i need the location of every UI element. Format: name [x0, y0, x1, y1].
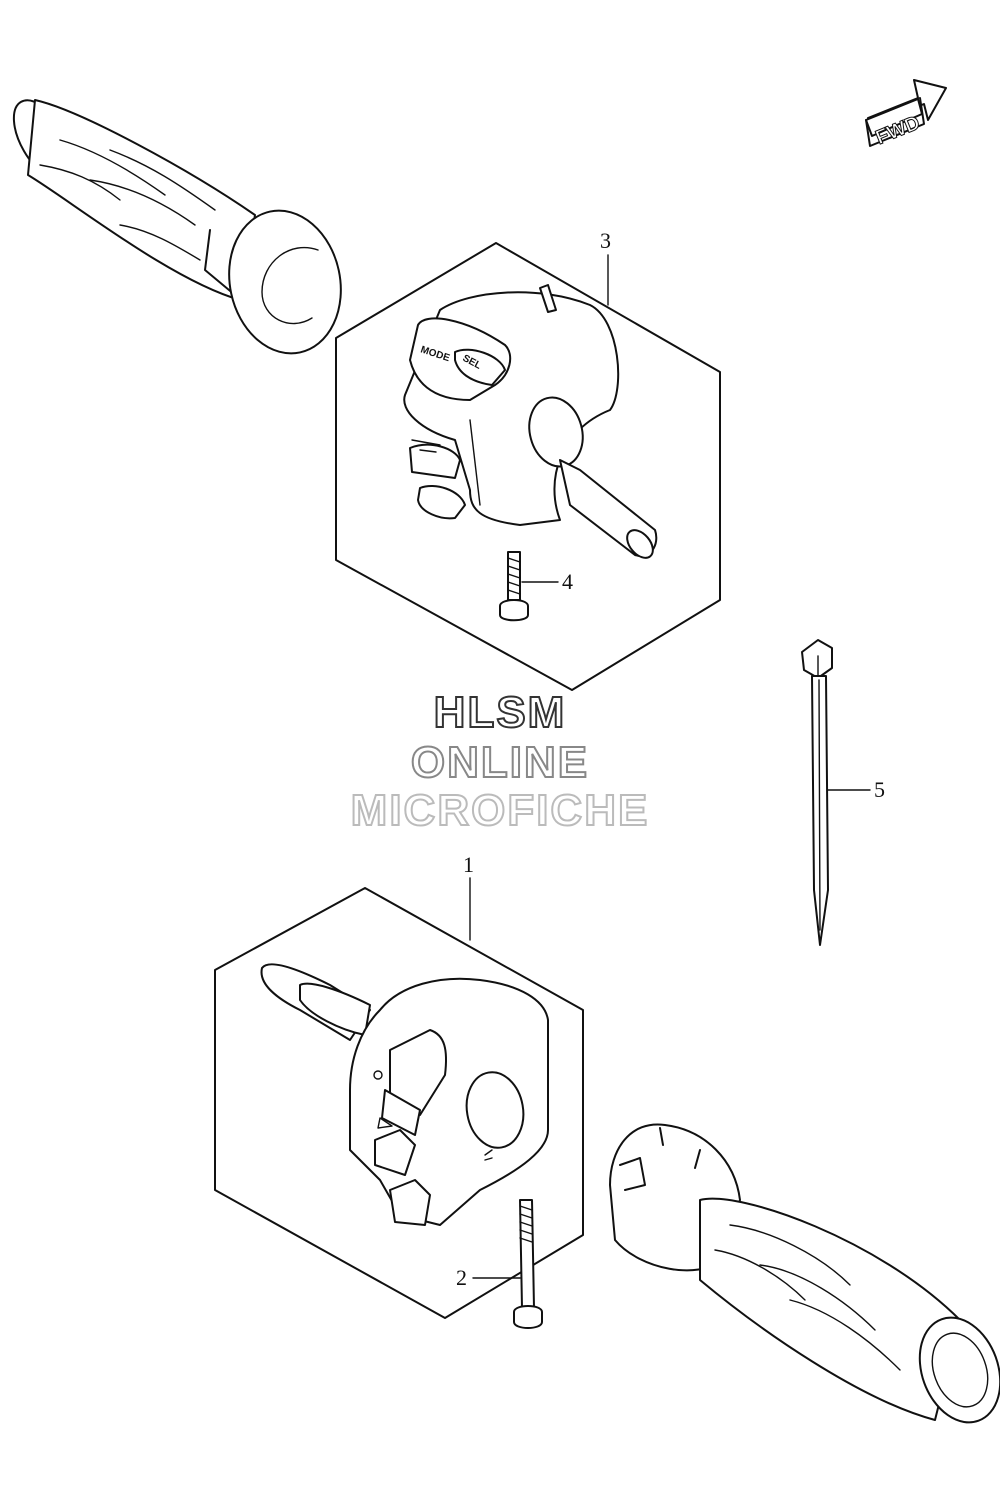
callout-4: 4 — [521, 569, 573, 594]
callout-3: 3 — [600, 228, 611, 306]
callout-label-3: 3 — [600, 228, 611, 253]
left-switch-housing — [260, 963, 549, 1226]
box-outline-1 — [214, 887, 584, 1319]
right-grip-bottom — [609, 1123, 1000, 1424]
callout-label-4: 4 — [562, 569, 573, 594]
watermark-line-3: MICROFICHE — [350, 785, 650, 836]
screw-part-4 — [499, 551, 529, 622]
box-outline-3 — [335, 242, 721, 691]
switch-assembly-right-group: MODE SEL — [335, 242, 721, 691]
left-grip-top — [12, 99, 342, 355]
watermark-line-2: ONLINE — [410, 737, 590, 788]
switch-assembly-left-group — [214, 887, 584, 1329]
callout-5: 5 — [827, 777, 885, 802]
watermark-line-1: HLSM — [433, 687, 567, 738]
callout-2: 2 — [456, 1265, 521, 1290]
cable-tie-part-5 — [801, 639, 833, 946]
callout-1: 1 — [463, 852, 474, 941]
fwd-arrow-icon: FWD — [865, 79, 947, 150]
callout-label-2: 2 — [456, 1265, 467, 1290]
callout-label-5: 5 — [874, 777, 885, 802]
right-switch-housing: MODE SEL — [403, 284, 658, 559]
screw-part-2 — [513, 1199, 543, 1329]
callout-label-1: 1 — [463, 852, 474, 877]
